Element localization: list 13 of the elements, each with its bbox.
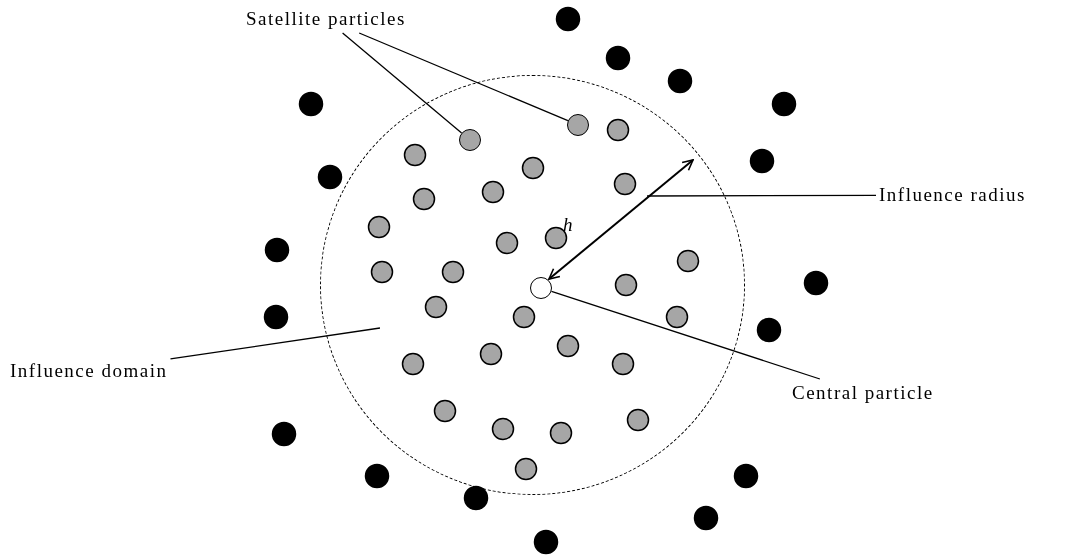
leader-line xyxy=(550,290,821,380)
leader-line xyxy=(646,194,877,197)
leader-line xyxy=(358,32,569,122)
callout-text: Influence domain xyxy=(10,360,168,382)
leader-line xyxy=(341,32,463,134)
callout-text: Influence radius xyxy=(879,184,1026,206)
radius-symbol: h xyxy=(563,214,574,236)
satellite-particle xyxy=(459,129,481,151)
central-particle xyxy=(530,277,552,299)
satellite-particle xyxy=(567,114,589,136)
callout-text: Satellite particles xyxy=(246,8,406,30)
callout-text: Central particle xyxy=(792,382,934,404)
leader-line xyxy=(169,327,381,360)
